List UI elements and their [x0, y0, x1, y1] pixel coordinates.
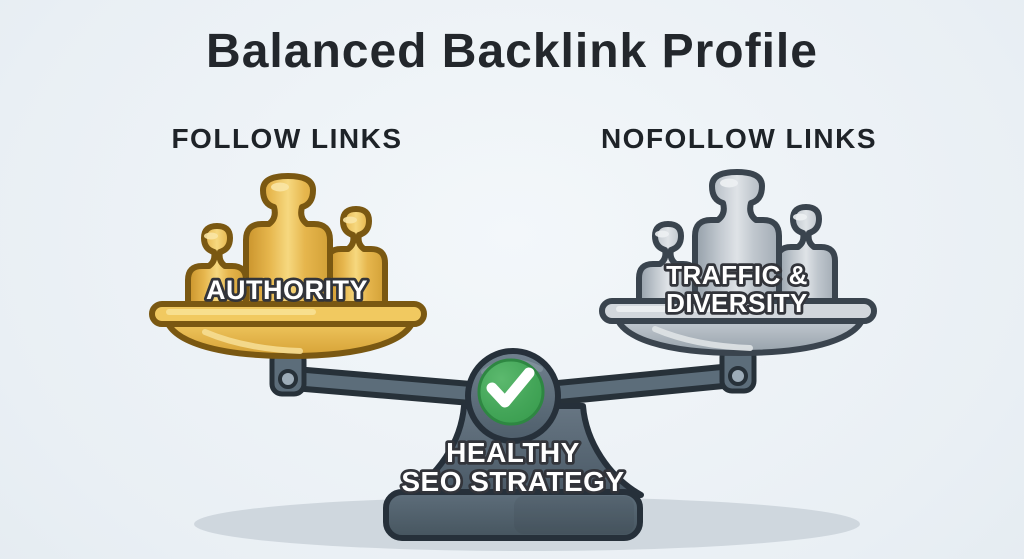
- fulcrum-body: [402, 403, 644, 498]
- silver-weight-small-right: [774, 204, 838, 320]
- left-hanger-rivet: [278, 369, 298, 389]
- page-title: Balanced Backlink Profile: [206, 25, 818, 78]
- left-pan: [149, 301, 427, 359]
- center-label-line2: SEO STRATEGY: [401, 466, 624, 497]
- gold-weights: [185, 173, 388, 323]
- right-hanger-rivet: [728, 366, 748, 386]
- left-pan-label: AUTHORITY: [206, 275, 368, 305]
- right-pan-label-line1: TRAFFIC &: [666, 260, 808, 290]
- right-column-heading: NOFOLLOW LINKS: [600, 123, 878, 154]
- left-pan-hanger: [269, 347, 307, 397]
- gold-weight-large: [243, 173, 333, 323]
- silver-weight-large: [692, 169, 782, 320]
- check-icon: [477, 358, 545, 426]
- right-pan-bowl: [613, 312, 867, 356]
- right-pan-label-line2: DIVERSITY: [666, 288, 808, 318]
- silver-weight-small-left: [636, 221, 700, 320]
- fulcrum-base: [383, 489, 643, 541]
- left-pan-bowl: [163, 315, 417, 359]
- fulcrum-pedestal: [383, 348, 644, 541]
- gold-weight-small-left: [185, 223, 249, 323]
- silver-weights: [636, 169, 838, 320]
- left-column-heading: FOLLOW LINKS: [171, 123, 403, 154]
- gold-weight-small-right: [324, 206, 388, 323]
- center-label-line1: HEALTHY: [446, 437, 580, 468]
- right-pan: [599, 298, 877, 356]
